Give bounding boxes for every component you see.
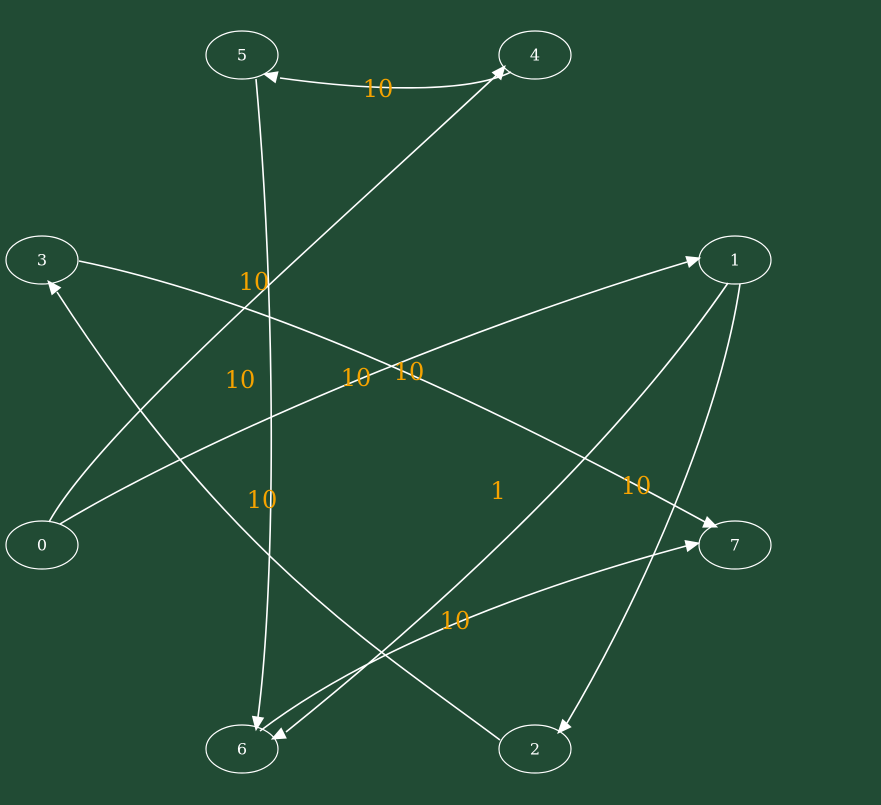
edge-line [255, 78, 273, 718]
node-label: 3 [37, 251, 47, 270]
node-4: 4 [498, 30, 572, 80]
arrowhead-icon [557, 718, 572, 734]
nodes-layer: 0 1 2 3 4 5 6 7 [5, 30, 772, 774]
edge-weight-label: 10 [440, 607, 471, 635]
edge-weight-label: 10 [247, 486, 278, 514]
node-ellipse [698, 235, 772, 285]
node-ellipse [205, 724, 279, 774]
node-ellipse [498, 724, 572, 774]
node-ellipse [205, 30, 279, 80]
edge-1-to-6: 1 [270, 282, 729, 740]
node-2: 2 [498, 724, 572, 774]
edge-line [48, 71, 501, 523]
arrowhead-icon [702, 516, 719, 528]
edge-0-to-4: 10 [48, 65, 506, 523]
node-7: 7 [698, 520, 772, 570]
edge-weight-label: 10 [621, 472, 652, 500]
edge-weight-label: 10 [239, 268, 270, 296]
edge-line [78, 260, 706, 523]
edge-5-to-6: 10 [225, 78, 273, 732]
node-3: 3 [5, 235, 79, 285]
edge-weight-label: 10 [394, 358, 425, 386]
edge-weight-label: 10 [363, 75, 394, 103]
arrowhead-icon [270, 727, 287, 740]
node-ellipse [5, 520, 79, 570]
node-label: 6 [237, 740, 247, 759]
edge-line [566, 283, 741, 724]
node-1: 1 [698, 235, 772, 285]
node-label: 5 [237, 46, 247, 65]
arrowhead-icon [685, 255, 702, 268]
edge-line [259, 545, 687, 732]
node-label: 7 [730, 536, 740, 555]
edge-4-to-5: 10 [262, 71, 512, 103]
node-label: 0 [37, 536, 47, 555]
edge-line [285, 282, 729, 733]
edge-weight-label: 10 [225, 366, 256, 394]
node-ellipse [5, 235, 79, 285]
edge-line [59, 261, 688, 525]
edge-1-to-2: 10 [557, 283, 741, 734]
node-6: 6 [205, 724, 279, 774]
arrowhead-icon [491, 65, 506, 81]
edge-line [56, 291, 501, 741]
node-label: 1 [730, 251, 740, 270]
edge-weight-label: 10 [341, 364, 372, 392]
arrowhead-icon [47, 280, 62, 296]
edge-6-to-7: 10 [259, 539, 701, 732]
edge-line [279, 71, 512, 89]
edges-layer: 10 10 10 10 10 10 1 10 10 [47, 65, 741, 741]
node-label: 2 [530, 740, 540, 759]
edge-3-to-7: 10 [78, 260, 719, 528]
arrowhead-icon [684, 539, 701, 553]
node-ellipse [498, 30, 572, 80]
edge-0-to-1: 10 [59, 255, 702, 525]
arrowhead-icon [262, 71, 279, 84]
node-0: 0 [5, 520, 79, 570]
node-5: 5 [205, 30, 279, 80]
edge-2-to-3: 10 [47, 280, 501, 741]
edge-weight-label: 1 [490, 477, 505, 505]
node-label: 4 [530, 46, 540, 65]
node-ellipse [698, 520, 772, 570]
